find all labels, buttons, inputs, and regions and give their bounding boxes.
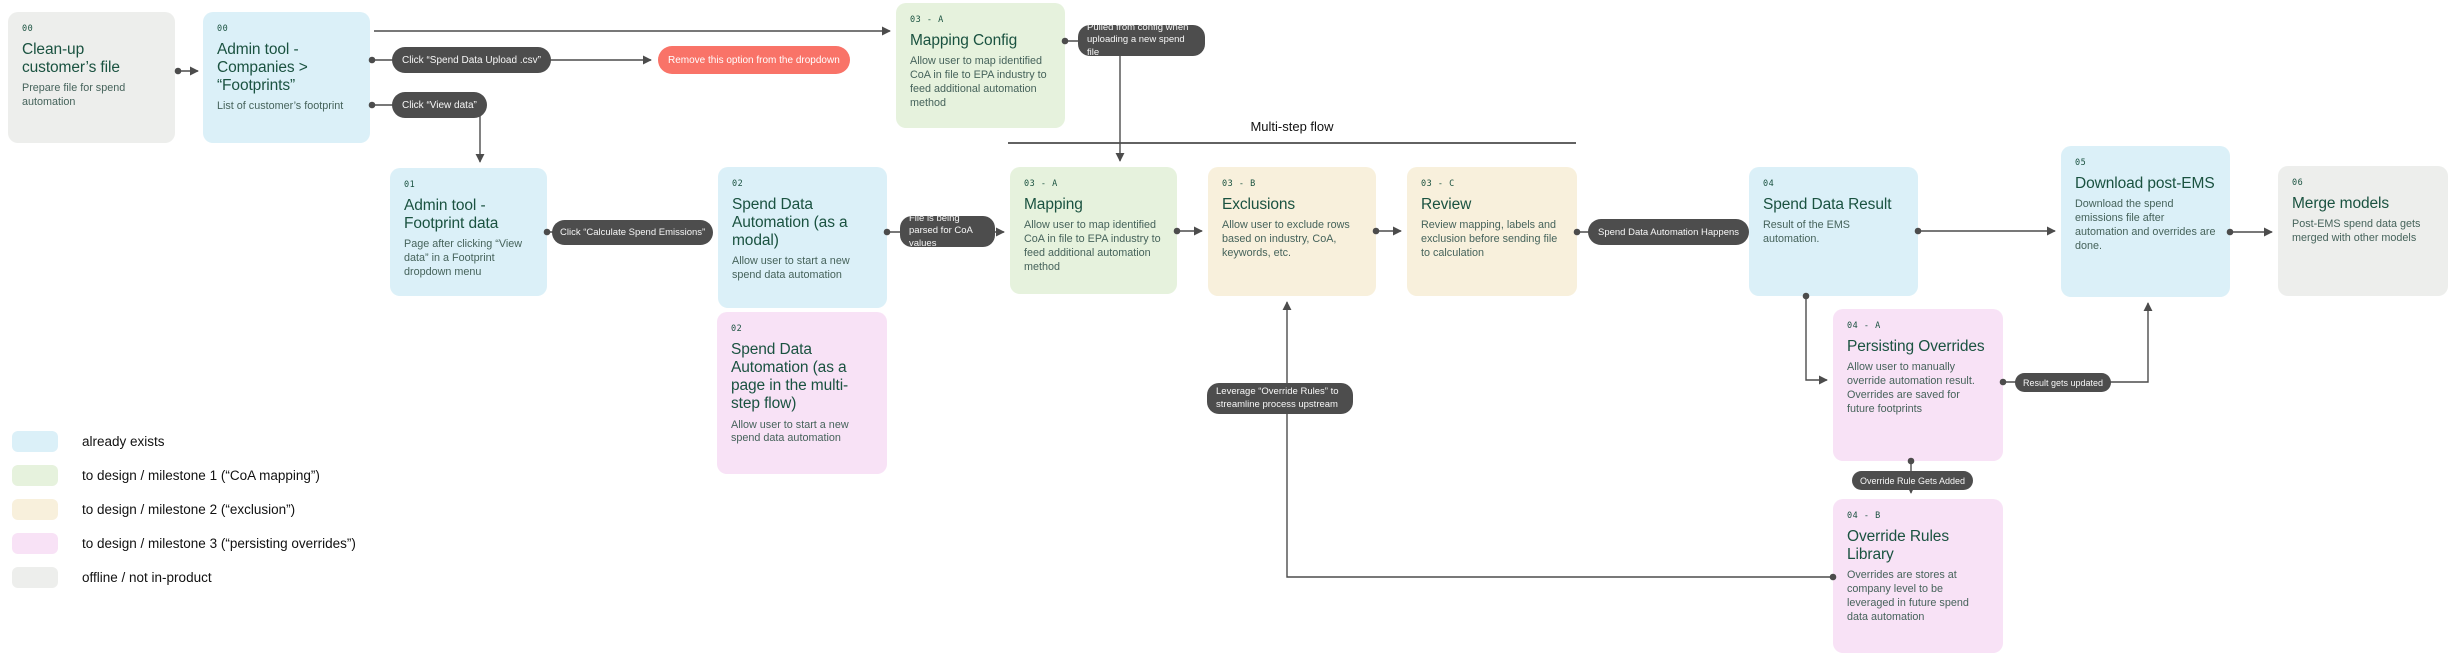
node-number: 05 — [2075, 158, 2087, 168]
node-description: Prepare file for spend automation — [22, 82, 126, 109]
node-title: Admin tool - Footprint data — [404, 197, 499, 233]
node-mapping[interactable]: 03 - A Mapping Allow user to map identif… — [1010, 167, 1177, 294]
node-description: Allow user to map identified CoA in file… — [1024, 219, 1161, 273]
legend-swatch-offline — [12, 567, 58, 588]
node-spend-data-automation-page[interactable]: 02 Spend Data Automation (as a page in t… — [717, 312, 887, 474]
node-description: List of customer’s footprint — [217, 100, 344, 113]
node-number: 01 — [404, 180, 416, 190]
node-description: Allow user to manually override automati… — [1847, 361, 1975, 415]
legend-item: offline / not in-product — [12, 567, 356, 588]
legend-swatch-already-exists — [12, 431, 58, 452]
legend-swatch-milestone-1 — [12, 465, 58, 486]
node-description: Post-EMS spend data gets merged with oth… — [2292, 218, 2421, 244]
node-number: 03 - A — [910, 15, 944, 25]
legend-label: to design / milestone 2 (“exclusion”) — [82, 502, 296, 517]
node-title: Spend Data Automation (as a modal) — [732, 196, 848, 250]
node-title: Merge models — [2292, 195, 2390, 212]
pill-leverage-override-rules[interactable]: Leverage “Override Rules” to streamline … — [1207, 383, 1353, 414]
legend-label: to design / milestone 1 (“CoA mapping”) — [82, 468, 320, 483]
node-title: Clean-up customer’s file — [22, 41, 120, 77]
legend-swatch-milestone-2 — [12, 499, 58, 520]
node-description: Allow user to start a new spend data aut… — [731, 418, 849, 445]
node-title: Spend Data Automation (as a page in the … — [731, 341, 849, 413]
node-exclusions[interactable]: 03 - B Exclusions Allow user to exclude … — [1208, 167, 1376, 296]
node-title: Override Rules Library — [1847, 528, 1949, 564]
node-number: 02 — [732, 179, 744, 189]
node-override-rules-library[interactable]: 04 - B Override Rules Library Overrides … — [1833, 499, 2003, 653]
node-number: 00 — [217, 24, 229, 34]
pill-override-rule-gets-added[interactable]: Override Rule Gets Added — [1852, 471, 1974, 490]
node-number: 03 - A — [1024, 179, 1058, 189]
pill-click-view-data[interactable]: Click “View data” — [392, 92, 487, 118]
node-persisting-overrides[interactable]: 04 - A Persisting Overrides Allow user t… — [1833, 309, 2003, 461]
node-merge-models[interactable]: 06 Merge models Post-EMS spend data gets… — [2278, 166, 2448, 296]
legend-label: offline / not in-product — [82, 570, 212, 585]
pill-pulled-from-config[interactable]: Pulled from config when uploading a new … — [1078, 22, 1205, 58]
pill-click-calculate-spend-emissions[interactable]: Click “Calculate Spend Emissions” — [552, 220, 714, 245]
node-number: 02 — [731, 324, 743, 334]
multi-step-flow-label: Multi-step flow — [1250, 119, 1334, 134]
node-title: Mapping Config — [910, 32, 1018, 49]
node-title: Mapping — [1024, 196, 1083, 213]
pill-result-gets-updated[interactable]: Result gets updated — [2015, 373, 2112, 392]
legend-item: already exists — [12, 431, 356, 452]
node-description: Overrides are stores at company level to… — [1847, 569, 1969, 623]
node-number: 03 - C — [1421, 179, 1455, 189]
legend: already exists to design / milestone 1 (… — [12, 431, 356, 601]
node-number: 06 — [2292, 178, 2304, 188]
legend-label: already exists — [82, 434, 165, 449]
pill-file-being-parsed[interactable]: File is being parsed for CoA values — [900, 213, 995, 249]
node-review[interactable]: 03 - C Review Review mapping, labels and… — [1407, 167, 1577, 296]
node-title: Exclusions — [1222, 196, 1296, 213]
pill-remove-option-from-dropdown[interactable]: Remove this option from the dropdown — [658, 46, 850, 74]
node-description: Allow user to start a new spend data aut… — [732, 255, 850, 282]
node-title: Persisting Overrides — [1847, 338, 1985, 355]
node-description: Review mapping, labels and exclusion bef… — [1421, 219, 1558, 259]
node-description: Allow user to map identified CoA in file… — [910, 55, 1047, 109]
node-spend-data-result[interactable]: 04 Spend Data Result Result of the EMS a… — [1749, 167, 1918, 296]
legend-item: to design / milestone 1 (“CoA mapping”) — [12, 465, 356, 486]
pill-click-spend-data-upload[interactable]: Click “Spend Data Upload .csv” — [392, 47, 551, 73]
pill-spend-data-automation-happens[interactable]: Spend Data Automation Happens — [1588, 219, 1750, 245]
legend-item: to design / milestone 3 (“persisting ove… — [12, 533, 356, 554]
node-title: Download post-EMS — [2075, 175, 2215, 192]
node-number: 03 - B — [1222, 179, 1256, 189]
node-description: Download the spend emissions file after … — [2075, 198, 2216, 252]
node-title: Spend Data Result — [1763, 196, 1892, 213]
node-number: 04 — [1763, 179, 1775, 189]
node-description: Allow user to exclude rows based on indu… — [1222, 219, 1350, 259]
node-description: Result of the EMS automation. — [1763, 219, 1851, 245]
node-spend-data-automation-modal[interactable]: 02 Spend Data Automation (as a modal) Al… — [718, 167, 887, 308]
node-title: Admin tool - Companies > “Footprints” — [217, 41, 308, 95]
node-number: 00 — [22, 24, 34, 34]
legend-label: to design / milestone 3 (“persisting ove… — [82, 536, 356, 551]
node-number: 04 - A — [1847, 321, 1881, 331]
node-cleanup-customers-file[interactable]: 00 Clean-up customer’s file Prepare file… — [8, 12, 175, 143]
node-admin-tool-companies[interactable]: 00 Admin tool - Companies > “Footprints”… — [203, 12, 370, 143]
node-download-post-ems[interactable]: 05 Download post-EMS Download the spend … — [2061, 146, 2230, 297]
legend-item: to design / milestone 2 (“exclusion”) — [12, 499, 356, 520]
node-admin-tool-footprint-data[interactable]: 01 Admin tool - Footprint data Page afte… — [390, 168, 547, 296]
node-mapping-config[interactable]: 03 - A Mapping Config Allow user to map … — [896, 3, 1065, 128]
node-number: 04 - B — [1847, 511, 1881, 521]
legend-swatch-milestone-3 — [12, 533, 58, 554]
node-title: Review — [1421, 196, 1472, 213]
node-description: Page after clicking “View data” in a Foo… — [404, 238, 523, 278]
